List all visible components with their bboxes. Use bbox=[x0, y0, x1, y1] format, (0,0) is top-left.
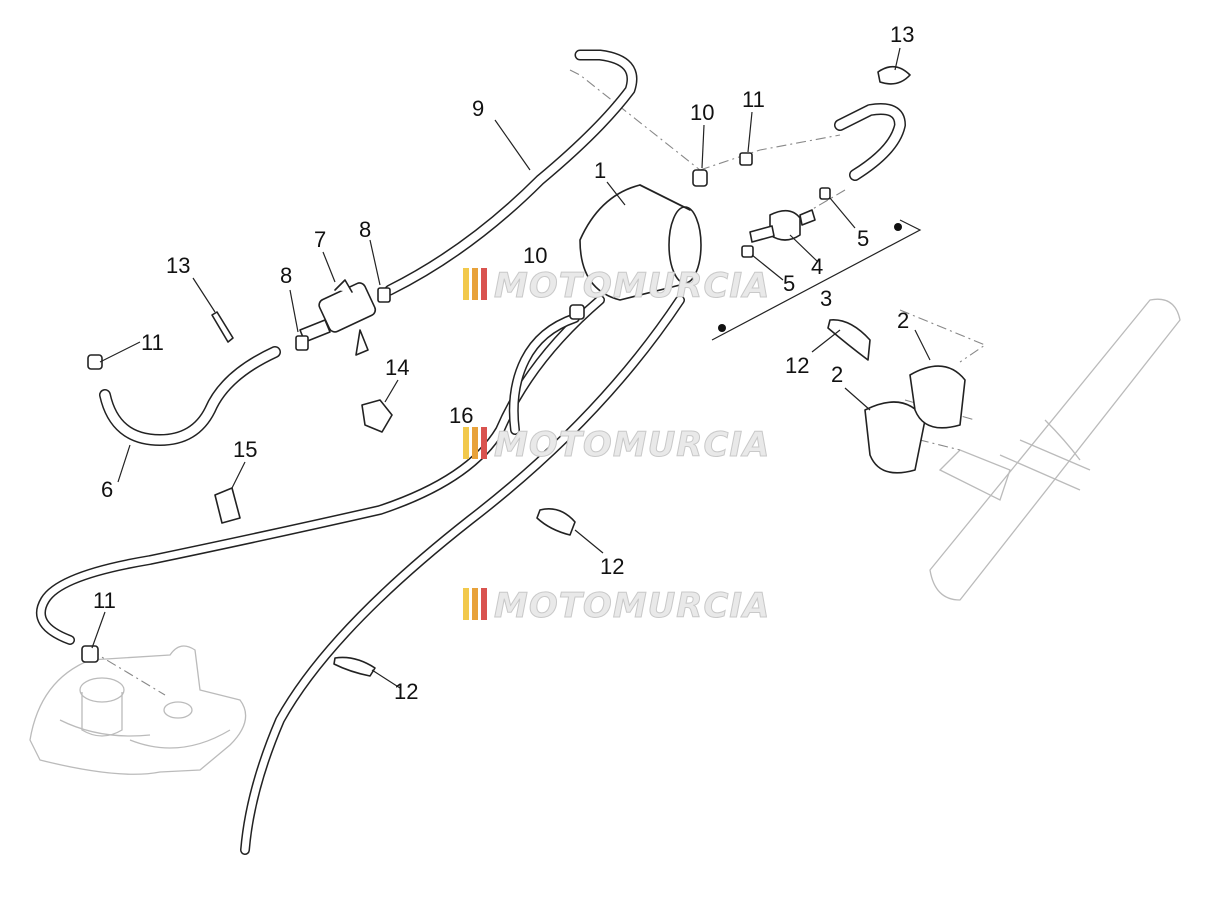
callout-11: 11 bbox=[742, 87, 765, 112]
callout-labels: 1 2 2 3 4 5 5 6 7 8 8 9 10 10 11 11 11 1… bbox=[93, 22, 914, 704]
callout-1: 1 bbox=[594, 158, 606, 183]
callout-6: 6 bbox=[101, 477, 113, 502]
frame-tube-ghost bbox=[929, 298, 1181, 601]
callout-5: 5 bbox=[783, 271, 795, 296]
callout-12: 12 bbox=[600, 554, 624, 579]
watermark-text: MOTOMURCIA bbox=[494, 586, 770, 626]
clamps-part-2 bbox=[864, 365, 966, 474]
hose-long-vertical bbox=[240, 295, 685, 855]
watermark-stripe bbox=[463, 268, 469, 300]
watermark-bottom: MOTOMURCIA bbox=[463, 586, 770, 627]
watermark-text: MOTOMURCIA bbox=[494, 266, 770, 306]
fitting-10a bbox=[692, 169, 708, 187]
callout-2: 2 bbox=[831, 362, 843, 387]
callout-13: 13 bbox=[166, 253, 190, 278]
watermark-top: MOTOMURCIA bbox=[463, 266, 770, 307]
clips-13-14-15 bbox=[211, 65, 911, 524]
callout-15: 15 bbox=[233, 437, 257, 462]
fitting-11b bbox=[87, 354, 103, 370]
watermark-stripe bbox=[472, 588, 478, 620]
callout-11: 11 bbox=[93, 588, 116, 613]
clip-15 bbox=[214, 487, 241, 524]
hose-6 bbox=[99, 346, 281, 446]
callout-10: 10 bbox=[690, 100, 714, 125]
hose-right-u bbox=[834, 103, 906, 181]
callout-11: 11 bbox=[141, 330, 164, 355]
clip-13-top bbox=[877, 65, 911, 85]
fitting-8a bbox=[377, 287, 391, 303]
watermark-middle: MOTOMURCIA bbox=[463, 425, 770, 466]
fitting-11a bbox=[739, 152, 753, 166]
watermark-stripe bbox=[463, 427, 469, 459]
fitting-11c bbox=[81, 645, 99, 663]
callout-3: 3 bbox=[820, 286, 832, 311]
canister-part-1 bbox=[579, 184, 702, 301]
valve-part-4 bbox=[749, 209, 816, 243]
callout-10: 10 bbox=[523, 243, 547, 268]
watermark-text: MOTOMURCIA bbox=[494, 425, 770, 465]
callout-7: 7 bbox=[314, 227, 326, 252]
callout-16: 16 bbox=[449, 403, 473, 428]
callout-9: 9 bbox=[472, 96, 484, 121]
callout-14: 14 bbox=[385, 355, 409, 380]
joint-dot-right bbox=[894, 223, 902, 231]
valve-part-7 bbox=[299, 279, 377, 356]
fitting-5a bbox=[819, 187, 831, 200]
clip-13-left bbox=[211, 311, 234, 343]
watermark-stripe bbox=[481, 588, 487, 620]
callout-8: 8 bbox=[280, 263, 292, 288]
hose-9 bbox=[384, 49, 638, 296]
watermark-stripe bbox=[463, 588, 469, 620]
straps-12 bbox=[333, 319, 871, 677]
callout-13: 13 bbox=[890, 22, 914, 47]
joint-dot-left bbox=[718, 324, 726, 332]
watermark-stripe bbox=[472, 268, 478, 300]
callout-4: 4 bbox=[811, 254, 823, 279]
leader-lines bbox=[91, 47, 931, 689]
callout-2: 2 bbox=[897, 308, 909, 333]
fuel-tank-ghost bbox=[29, 645, 247, 775]
callout-12: 12 bbox=[785, 353, 809, 378]
hose-16 bbox=[508, 313, 580, 435]
small-fittings bbox=[81, 152, 831, 663]
callout-8: 8 bbox=[359, 217, 371, 242]
watermark-stripe bbox=[472, 427, 478, 459]
callout-5: 5 bbox=[857, 226, 869, 251]
fitting-5b bbox=[741, 245, 754, 258]
callout-12: 12 bbox=[394, 679, 418, 704]
clip-14 bbox=[361, 399, 393, 433]
watermark-stripe bbox=[481, 268, 487, 300]
watermark-stripe bbox=[481, 427, 487, 459]
fitting-8b bbox=[295, 335, 309, 351]
fitting-10b bbox=[569, 304, 585, 320]
